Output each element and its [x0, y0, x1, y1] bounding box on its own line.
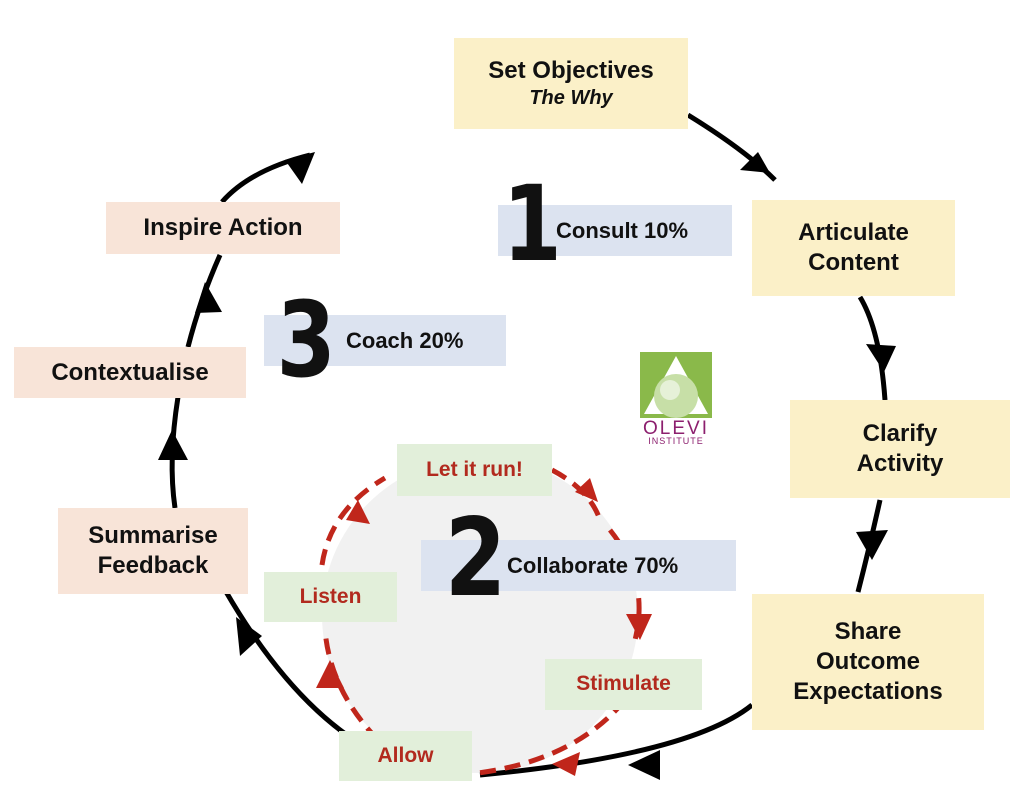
set-objectives-box: Set Objectives The Why: [454, 38, 688, 129]
set-objectives-subtitle: The Why: [529, 87, 613, 109]
logo-subtitle: INSTITUTE: [648, 436, 704, 446]
share-outcome-line3: Expectations: [793, 678, 943, 705]
articulate-content-line1: Articulate: [798, 219, 909, 246]
summarise-feedback-line2: Feedback: [97, 552, 209, 579]
phase-2-label: Collaborate 70%: [507, 552, 679, 578]
clarify-activity-line2: Activity: [856, 450, 944, 477]
contextualise-box: Contextualise: [14, 347, 246, 398]
clarify-activity-box: Clarify Activity: [790, 400, 1010, 498]
let-it-run-label: Let it run!: [426, 457, 523, 481]
inspire-action-box: Inspire Action: [106, 202, 340, 254]
phase-3-box: Coach 20%: [264, 315, 506, 366]
stimulate-box: Stimulate: [545, 659, 702, 710]
phase-2-number: 2: [444, 496, 507, 621]
listen-label: Listen: [299, 584, 362, 608]
phase-2-box: Collaborate 70%: [421, 540, 736, 591]
share-outcome-line2: Outcome: [815, 648, 920, 675]
set-objectives-label: Set Objectives: [488, 57, 654, 84]
inspire-action-label: Inspire Action: [143, 214, 303, 241]
phase-3-label: Coach 20%: [346, 327, 464, 353]
clarify-activity-line1: Clarify: [862, 420, 938, 447]
share-outcome-box: Share Outcome Expectations: [752, 594, 984, 730]
let-it-run-box: Let it run!: [397, 444, 552, 496]
inner-arrowheads: [316, 478, 652, 776]
phase-1-label: Consult 10%: [556, 217, 689, 243]
phase-1-number: 1: [502, 163, 562, 285]
phase-3-number: 3: [276, 279, 336, 401]
olevi-logo: [640, 352, 712, 418]
share-outcome-line1: Share: [834, 618, 902, 645]
articulate-content-line2: Content: [808, 249, 899, 276]
contextualise-label: Contextualise: [51, 358, 209, 386]
outer-arrowheads: [158, 152, 896, 780]
summarise-feedback-box: Summarise Feedback: [58, 508, 248, 594]
allow-label: Allow: [377, 743, 434, 767]
articulate-content-box: Articulate Content: [752, 200, 955, 296]
allow-box: Allow: [339, 731, 472, 781]
listen-box: Listen: [264, 572, 397, 622]
logo-name: OLEVI: [643, 418, 709, 439]
phase-1-box: Consult 10%: [498, 205, 732, 256]
summarise-feedback-line1: Summarise: [88, 522, 218, 549]
stimulate-label: Stimulate: [576, 672, 671, 696]
